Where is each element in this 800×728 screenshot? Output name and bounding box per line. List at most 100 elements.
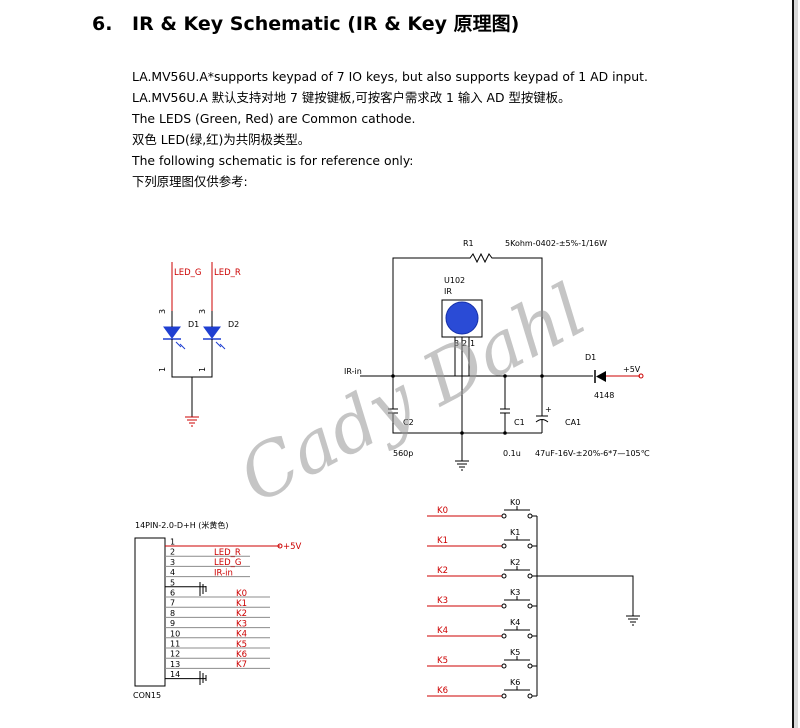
led1-pin1: 1 <box>158 367 167 372</box>
key-contact <box>527 603 533 609</box>
connector-pin-net: IR-in <box>214 568 233 578</box>
diode-d1-symbol <box>596 371 606 382</box>
connector-pin-number: 11 <box>170 640 180 649</box>
led-circuit: LED_G LED_R 3 3 D1 D2 1 1 <box>158 262 241 427</box>
diode-d1-ref: D1 <box>585 353 596 362</box>
key-contact <box>501 633 507 639</box>
key-switch-label: K4 <box>510 618 520 627</box>
u102-type: IR <box>444 287 452 296</box>
key-contact <box>501 573 507 579</box>
net-label-led-r: LED_R <box>214 268 241 278</box>
connector-pin-number: 13 <box>170 660 180 669</box>
r1-value: 5Kohm-0402-±5%-1/16W <box>505 239 607 248</box>
key-switch-icon <box>504 686 530 691</box>
connector-supply-label: +5V <box>283 542 302 552</box>
key-switch-icon <box>504 596 530 601</box>
led-d2-rays <box>215 341 226 350</box>
c2-value: 560p <box>393 449 413 458</box>
led-d2-symbol <box>203 326 221 339</box>
connector-pin-number: 8 <box>170 609 175 618</box>
key-net-label: K0 <box>437 506 448 516</box>
ca1-plus: + <box>545 405 552 414</box>
key-switch-label: K1 <box>510 528 520 537</box>
junction <box>460 431 464 435</box>
description-line: LA.MV56U.A 默认支持对地 7 键按键板,可按客户需求改 1 输入 AD… <box>132 90 571 105</box>
key-switch-icon <box>504 536 530 541</box>
supply-terminal <box>277 543 283 549</box>
u102-pin3: 3 <box>454 339 459 348</box>
connector-pin-net: K2 <box>236 609 247 619</box>
connector-pin-net: LED_R <box>214 548 241 558</box>
section-heading: 6. IR & Key Schematic (IR & Key 原理图) <box>92 9 519 36</box>
led-d1-ref: D1 <box>188 320 199 329</box>
connector-pin-net: K7 <box>236 660 247 670</box>
u102-pin2: 2 <box>462 339 467 348</box>
u102-ref: U102 <box>444 276 465 285</box>
led-d1-symbol <box>163 326 181 339</box>
watermark-text: Cady Dahl <box>226 268 599 519</box>
led1-pin3: 3 <box>158 309 167 314</box>
connector-pin-number: 3 <box>170 558 175 567</box>
key-contact <box>501 513 507 519</box>
c1-capacitor <box>500 376 510 433</box>
key-contact <box>501 693 507 699</box>
ca1-value: 47uF-16V-±20%-6*7—105℃ <box>535 449 650 458</box>
connector-ref: CON15 <box>133 691 161 700</box>
key-switch-icon <box>504 656 530 661</box>
connector-pin-number: 7 <box>170 599 175 608</box>
key-switch-label: K6 <box>510 678 520 687</box>
key-net-label: K6 <box>437 686 448 696</box>
key-contact <box>527 513 533 519</box>
junction <box>503 431 507 435</box>
connector-pin-number: 12 <box>170 650 180 659</box>
c2-capacitor <box>388 376 542 434</box>
connector-pin-number: 9 <box>170 619 175 628</box>
r1-resistor-wire <box>392 252 543 376</box>
ground-icon <box>199 582 207 596</box>
key-contact <box>527 663 533 669</box>
connector-pin-number: 10 <box>170 629 180 638</box>
description: LA.MV56U.A*supports keypad of 7 IO keys,… <box>132 66 648 192</box>
description-line: 双色 LED(绿,红)为共阴极类型。 <box>132 132 311 147</box>
description-line: 下列原理图仅供参考: <box>132 174 248 189</box>
key-contact <box>527 543 533 549</box>
key-switch-label: K0 <box>510 498 520 507</box>
net-label-led-g: LED_G <box>174 268 202 278</box>
u102-pin1: 1 <box>470 339 475 348</box>
led2-pin3: 3 <box>198 309 207 314</box>
key-net-label: K3 <box>437 596 448 606</box>
connector-pin-number: 4 <box>170 568 175 577</box>
connector-pin-number: 2 <box>170 548 175 557</box>
supply-terminal <box>638 373 644 379</box>
connector-pin-net: K0 <box>236 589 247 599</box>
connector-pin-number: 6 <box>170 589 175 598</box>
key-contact <box>501 603 507 609</box>
net-label-ir-in: IR-in <box>344 367 362 376</box>
ground-icon <box>626 615 640 626</box>
key-contact <box>527 633 533 639</box>
connector-pin-net: K6 <box>236 650 247 660</box>
connector-body <box>134 537 166 687</box>
c1-ref: C1 <box>514 418 525 427</box>
key-switch-label: K5 <box>510 648 520 657</box>
c1-value: 0.1u <box>503 449 521 458</box>
key-switch-label: K3 <box>510 588 520 597</box>
key-net-label: K2 <box>437 566 448 576</box>
ir-receiver-icon <box>445 301 479 335</box>
key-switch-icon <box>504 506 530 511</box>
connector-pin-number: 14 <box>170 670 180 679</box>
key-contact <box>527 573 533 579</box>
key-contact <box>527 693 533 699</box>
page-edge <box>792 0 798 728</box>
key-contact <box>501 543 507 549</box>
ir-circuit: R1 5Kohm-0402-±5%-1/16W U102 IR 3 2 1 IR… <box>344 239 650 471</box>
section-number: 6. <box>92 13 113 35</box>
section-title: IR & Key Schematic (IR & Key 原理图) <box>132 13 520 35</box>
key-contact <box>501 663 507 669</box>
key-switch-icon <box>504 626 530 631</box>
c2-ref: C2 <box>403 418 414 427</box>
